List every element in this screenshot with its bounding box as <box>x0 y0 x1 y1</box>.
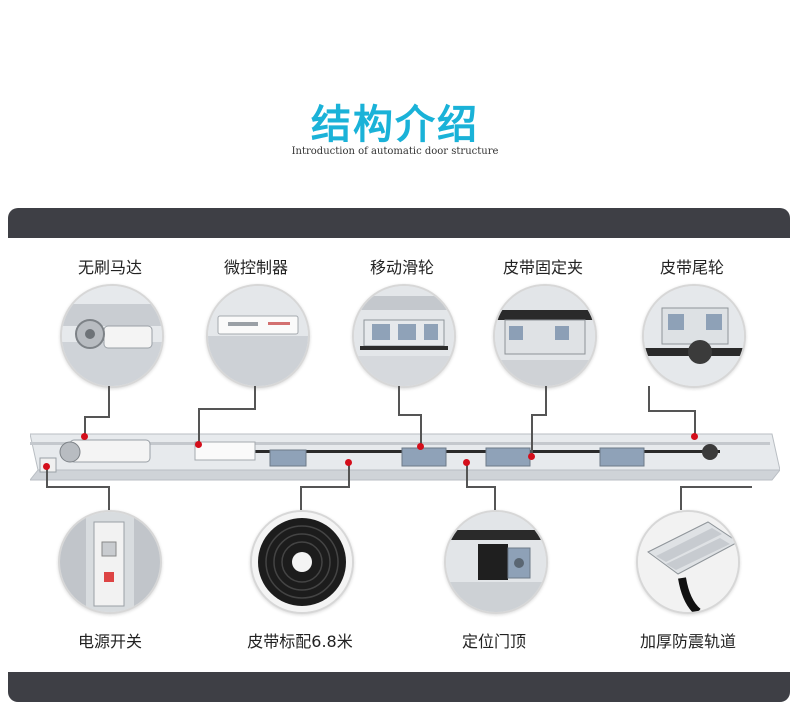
label-belt-length: 皮带标配6.8米 <box>247 632 353 651</box>
label-belt-clamp: 皮带固定夹 <box>502 258 583 277</box>
power-switch-icon <box>58 510 162 614</box>
label-microcontroller: 微控制器 <box>223 258 288 277</box>
connector-switch-v2 <box>108 486 110 510</box>
controller-icon <box>206 284 310 388</box>
connector-stop-v <box>466 462 468 486</box>
connector-controller-h <box>198 408 256 410</box>
connector-pulley-v2 <box>420 414 422 446</box>
bottom-band <box>8 672 790 702</box>
label-moving-pulley: 移动滑轮 <box>369 258 434 277</box>
connector-clamp-h <box>531 414 547 416</box>
connector-motor-h <box>84 416 110 418</box>
marker-motor <box>81 433 88 440</box>
page-title: 结构介绍 <box>311 102 479 148</box>
label-belt-tail-wheel: 皮带尾轮 <box>659 258 724 277</box>
door-stop-icon <box>444 510 548 614</box>
connector-belt-h <box>300 486 350 488</box>
connector-stop-h <box>466 486 494 488</box>
tail-wheel-icon <box>642 284 746 388</box>
connector-motor-v <box>108 386 110 418</box>
connector-belt-v2 <box>300 486 302 510</box>
marker-controller <box>195 441 202 448</box>
connector-switch-h <box>46 486 108 488</box>
marker-pulley <box>417 443 424 450</box>
connector-track-h <box>680 486 752 488</box>
marker-clamp <box>528 453 535 460</box>
door-rail <box>28 428 782 490</box>
connector-pulley-v <box>398 386 400 414</box>
connector-clamp-v <box>545 386 547 414</box>
connector-tail-v <box>648 386 650 410</box>
track-icon <box>636 510 740 614</box>
connector-tail-v2 <box>694 410 696 436</box>
connector-motor-v2 <box>84 416 86 436</box>
label-reinforced-track: 加厚防震轨道 <box>639 632 736 651</box>
connector-pulley-h <box>398 414 420 416</box>
marker-tail-wheel <box>691 433 698 440</box>
connector-switch-v <box>46 466 48 486</box>
belt-clamp-icon <box>493 284 597 388</box>
marker-stop <box>463 459 470 466</box>
connector-clamp-v2 <box>531 414 533 456</box>
label-door-stop: 定位门顶 <box>461 632 526 651</box>
connector-controller-v <box>254 386 256 410</box>
connector-stop-v2 <box>494 486 496 510</box>
marker-switch <box>43 463 50 470</box>
connector-controller-v2 <box>198 408 200 444</box>
marker-belt <box>345 459 352 466</box>
belt-roll-icon <box>250 510 354 614</box>
motor-icon <box>60 284 164 388</box>
page-subtitle: Introduction of automatic door structure <box>291 146 499 157</box>
label-power-switch: 电源开关 <box>77 632 142 651</box>
connector-track-v <box>680 486 682 510</box>
connector-tail-h <box>648 410 694 412</box>
connector-belt-v <box>348 462 350 486</box>
pulley-icon <box>352 284 456 388</box>
top-band <box>8 208 790 238</box>
rail-drawing <box>28 433 782 481</box>
label-brushless-motor: 无刷马达 <box>77 258 142 277</box>
